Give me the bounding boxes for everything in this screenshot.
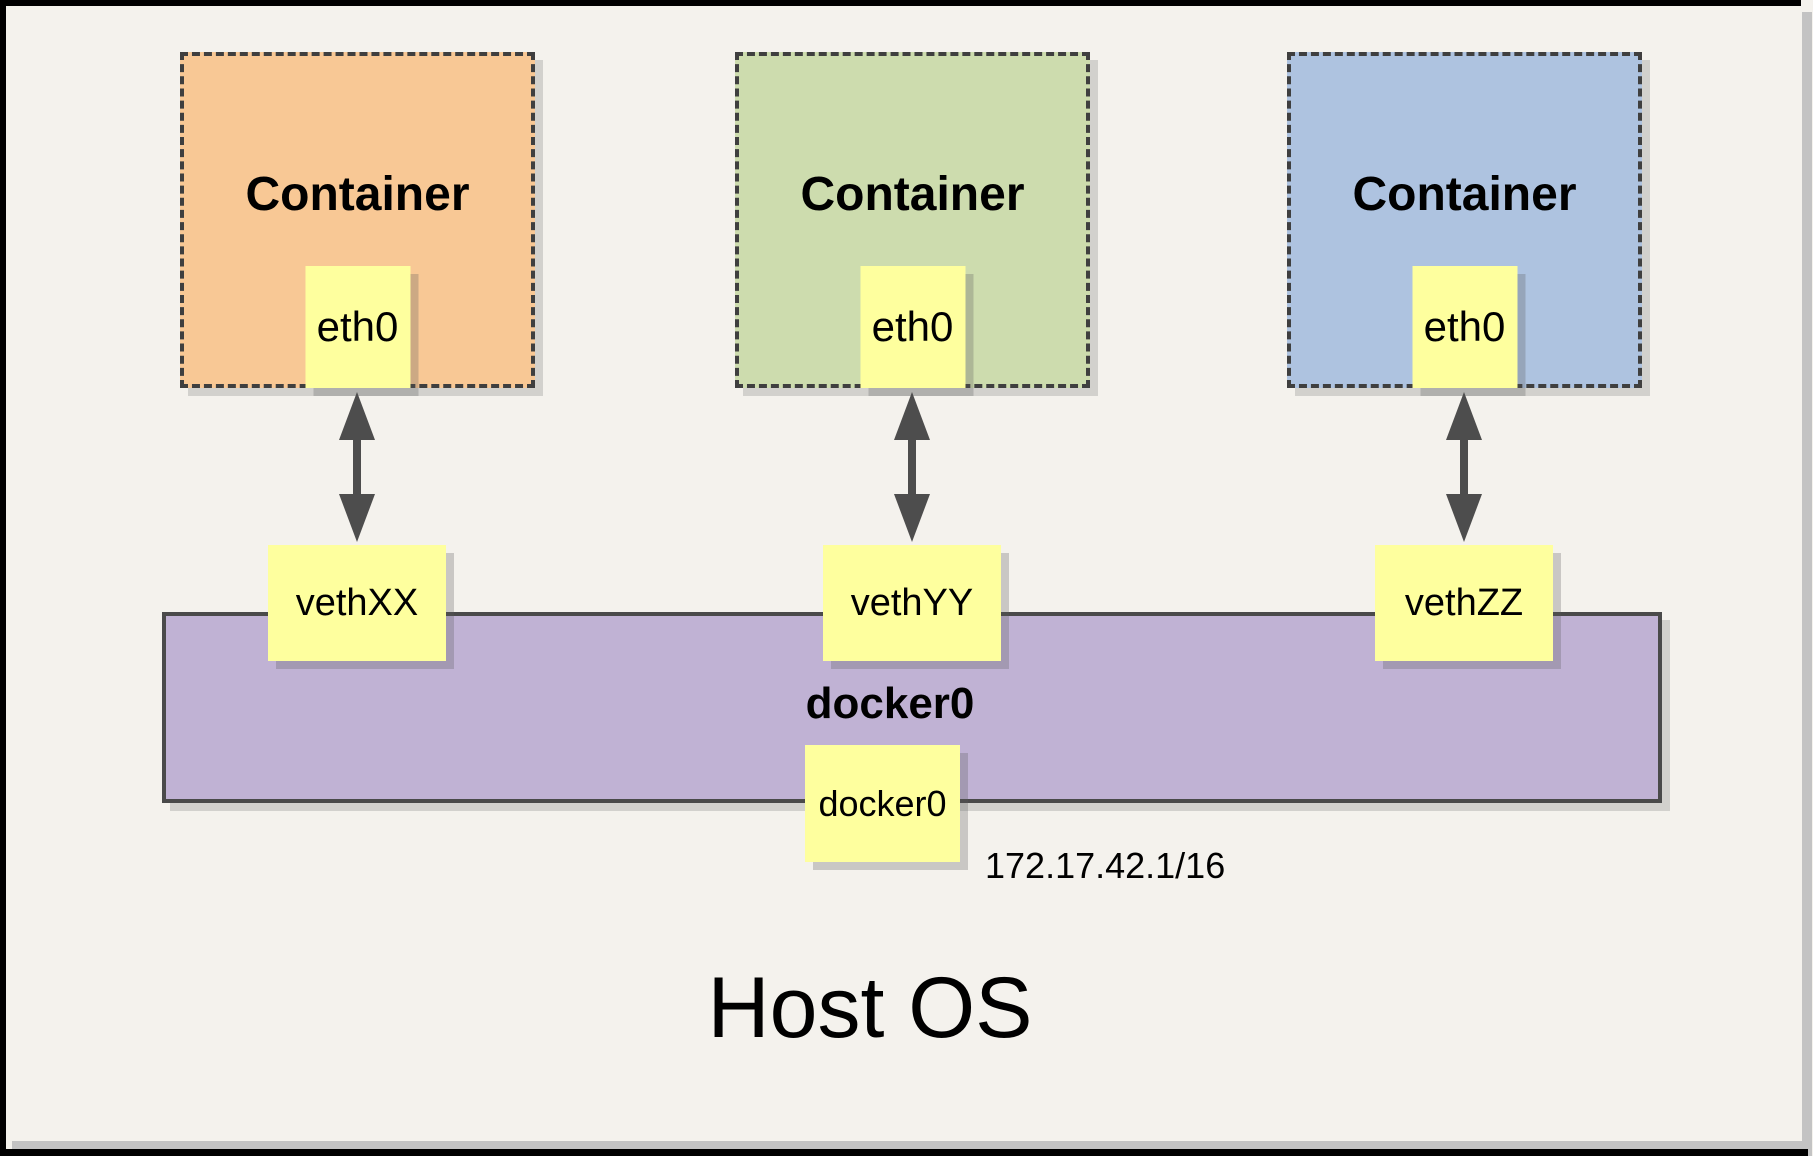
frame-border-bottom <box>0 1149 1808 1156</box>
container-1: Container eth0 <box>180 52 535 388</box>
container-2-title: Container <box>800 168 1025 221</box>
vethxx-box: vethXX <box>268 545 446 661</box>
container-2-eth0-box: eth0 <box>860 266 965 388</box>
frame-border-top <box>0 0 1801 6</box>
arrow-eth0-vethzz <box>1446 392 1482 542</box>
docker0-interface-box: docker0 <box>805 745 960 862</box>
container-3-title: Container <box>1352 168 1577 221</box>
docker0-bridge-title: docker0 <box>805 679 975 728</box>
container-3-eth0-box: eth0 <box>1412 266 1517 388</box>
arrow-eth0-vethxx <box>339 392 375 542</box>
vethzz-box: vethZZ <box>1375 545 1553 661</box>
bridge-ip-address: 172.17.42.1/16 <box>985 845 1226 886</box>
container-1-eth0-box: eth0 <box>305 266 410 388</box>
container-2: Container eth0 <box>735 52 1090 388</box>
vethyy-box: vethYY <box>823 545 1001 661</box>
arrow-eth0-vethyy <box>894 392 930 542</box>
frame-border-left <box>0 0 6 1150</box>
container-3: Container eth0 <box>1287 52 1642 388</box>
host-os-label: Host OS <box>707 960 1033 1056</box>
frame-shadow-right <box>1802 12 1812 1156</box>
frame-shadow-bottom <box>12 1141 1802 1149</box>
container-1-title: Container <box>245 168 470 221</box>
